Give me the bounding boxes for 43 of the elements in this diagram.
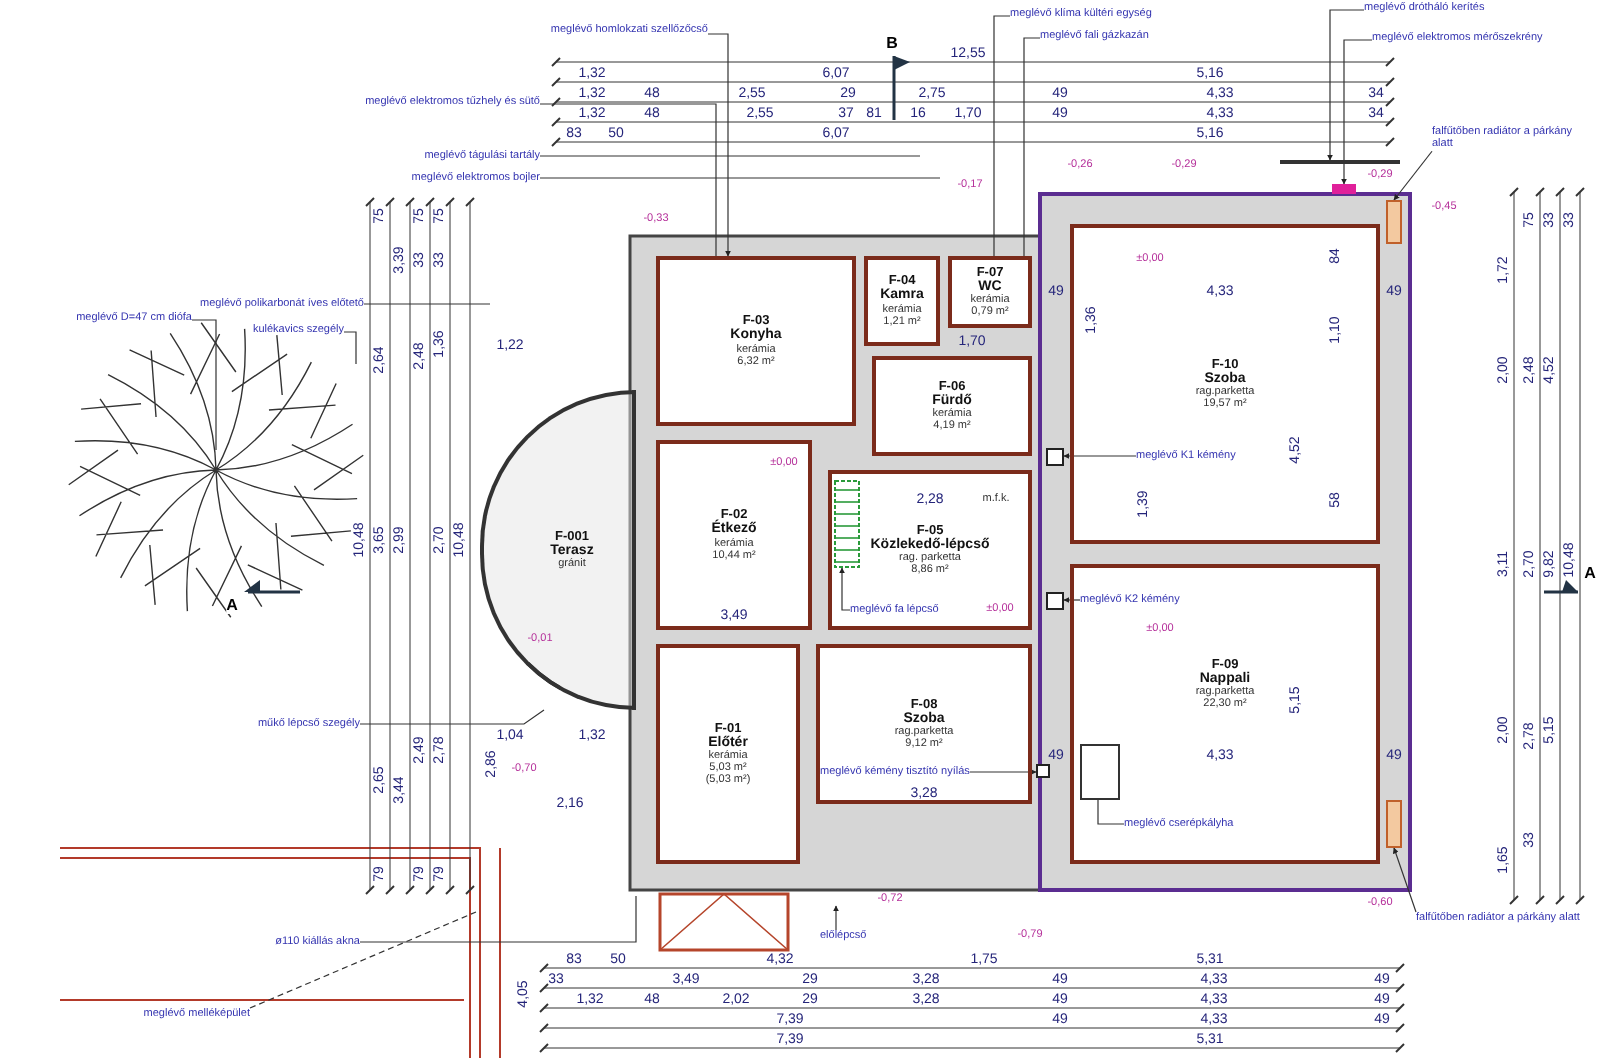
leader-line xyxy=(343,331,357,365)
leader-line xyxy=(539,155,921,157)
leader-line xyxy=(969,769,1037,775)
room xyxy=(656,256,856,426)
leader-line xyxy=(363,303,491,305)
room xyxy=(948,256,1032,328)
leader-line xyxy=(539,177,941,179)
section-label: B xyxy=(886,36,898,52)
room xyxy=(656,644,800,864)
room xyxy=(1070,564,1380,864)
room xyxy=(816,644,1032,804)
leader-line xyxy=(1063,597,1081,603)
radiator-symbol xyxy=(1386,800,1402,848)
meter-cabinet-symbol xyxy=(1332,184,1356,194)
leader-line xyxy=(359,895,637,943)
room xyxy=(872,356,1032,456)
room xyxy=(864,256,940,346)
leader-line xyxy=(707,33,731,257)
leader-line xyxy=(1097,799,1125,825)
room xyxy=(1070,224,1380,544)
section-label: A xyxy=(226,598,238,614)
chimney-symbol xyxy=(1046,592,1064,610)
fence-line xyxy=(1280,160,1400,164)
leader-line xyxy=(839,567,851,611)
radiator-symbol xyxy=(1386,200,1402,244)
leader-line xyxy=(1063,453,1137,459)
room xyxy=(656,440,812,630)
leader-line xyxy=(1341,39,1373,185)
chimney-opening-symbol xyxy=(1036,764,1050,778)
staircase-symbol xyxy=(834,480,860,568)
leader-line xyxy=(539,103,717,257)
leader-line xyxy=(191,319,217,451)
leader-line xyxy=(249,911,477,1009)
section-label: A xyxy=(1584,566,1596,582)
leader-line xyxy=(1393,150,1433,201)
leader-line xyxy=(993,15,1011,257)
leader-line xyxy=(833,905,839,931)
stove-symbol xyxy=(1080,744,1120,800)
leader-line xyxy=(1023,37,1041,257)
leader-line xyxy=(1327,9,1365,161)
chimney-symbol xyxy=(1046,448,1064,466)
room xyxy=(828,470,1032,630)
leader-line xyxy=(359,709,545,725)
